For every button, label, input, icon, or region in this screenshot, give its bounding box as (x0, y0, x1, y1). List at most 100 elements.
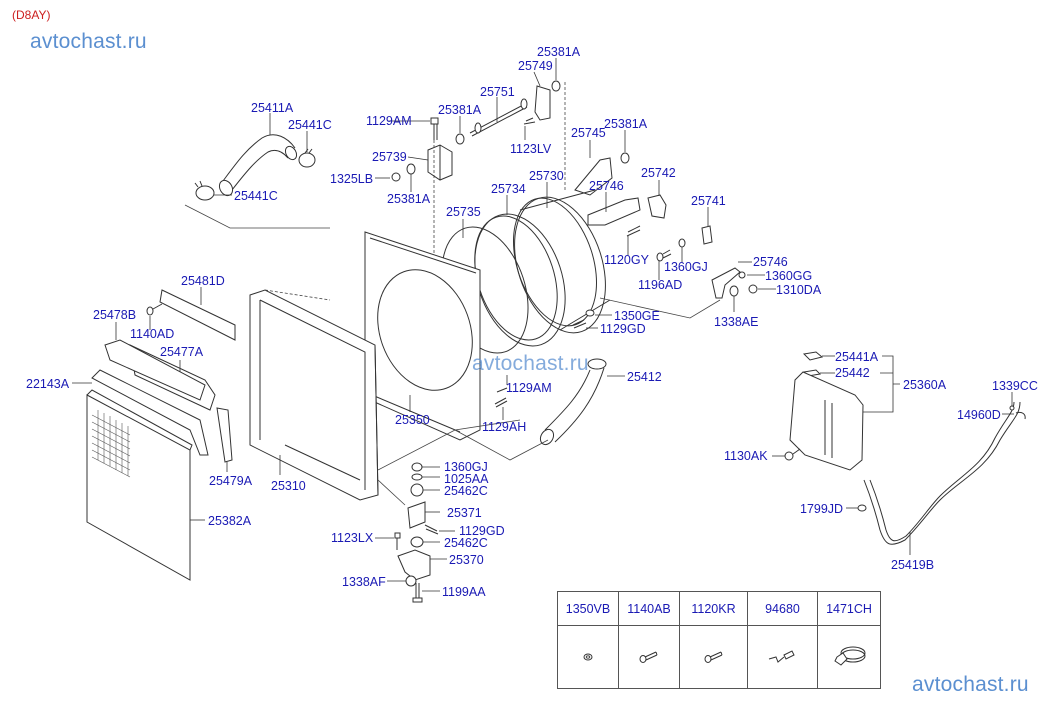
label-1360GJ-a: 1360GJ (664, 260, 708, 274)
bolt-1123LV[interactable] (523, 117, 536, 125)
label-25734: 25734 (491, 182, 526, 196)
washer-1360GJ[interactable] (678, 238, 686, 248)
nut-1360GJ[interactable] (411, 462, 423, 472)
rod-25751[interactable] (469, 98, 528, 137)
washer-25381A-right[interactable] (551, 80, 561, 92)
label-25382A: 25382A (208, 514, 252, 528)
clip-14960D[interactable] (1015, 411, 1026, 420)
clip-1339CC[interactable] (1009, 405, 1015, 411)
label-25441C-bottom: 25441C (234, 189, 278, 203)
nut-1325LB[interactable] (391, 172, 401, 182)
bracket-25749[interactable] (534, 85, 551, 121)
bolt-1199AA[interactable] (412, 583, 423, 603)
label-1338AF: 1338AF (342, 575, 386, 589)
legend-cell-1140AB[interactable] (618, 625, 680, 689)
label-22143A: 22143A (26, 377, 70, 391)
bracket-25745[interactable] (574, 157, 613, 196)
fan-shroud-25350[interactable] (362, 231, 489, 441)
reservoir-tank-25360A[interactable] (789, 371, 864, 471)
label-1199AA: 1199AA (442, 585, 486, 599)
hose-clamp-bottom[interactable] (194, 180, 215, 201)
label-1360GJ-b: 1360GJ (444, 460, 488, 474)
radiator-25310[interactable] (249, 289, 379, 501)
label-1360GG: 1360GG (765, 269, 812, 283)
nut-1338AE[interactable] (729, 285, 739, 297)
label-25381A-c: 25381A (387, 192, 431, 206)
washer-1360GG[interactable] (738, 271, 746, 279)
legend-header-1120KR: 1120KR (679, 591, 748, 626)
nut-1310DA[interactable] (748, 284, 758, 294)
washer-25381A-left[interactable] (406, 163, 416, 175)
washer-25381A-far[interactable] (620, 152, 630, 164)
bracket-25370[interactable] (397, 549, 431, 581)
label-1129AM-mid: 1129AM (506, 381, 552, 395)
bolt-1129AM-top[interactable] (430, 117, 439, 140)
label-25462C-a: 25462C (444, 484, 488, 498)
label-1129AH: 1129AH (482, 420, 526, 434)
bracket-25741[interactable] (701, 225, 713, 245)
fastener-legend-table: 1350VB 1140AB 1120KR 94680 1471CH (557, 591, 881, 689)
bracket-25371[interactable] (407, 501, 426, 529)
bolt-icon (704, 651, 722, 663)
label-1799JD: 1799JD (800, 502, 843, 516)
label-25370: 25370 (449, 553, 484, 567)
sensor-icon (768, 649, 795, 663)
bolt-icon (639, 651, 658, 663)
bolt-1129AM-mid[interactable] (496, 387, 508, 393)
clip-1799JD[interactable] (857, 504, 867, 512)
bolt-1120GY[interactable] (626, 225, 641, 237)
bolt-1129AH[interactable] (494, 397, 508, 408)
label-1310DA: 1310DA (776, 283, 822, 297)
washer-25381A-mid[interactable] (455, 133, 465, 145)
seal-25479A[interactable] (216, 407, 233, 463)
label-25478B: 25478B (93, 308, 136, 322)
legend-cell-1120KR[interactable] (679, 625, 748, 689)
label-1130AK: 1130AK (724, 449, 768, 463)
bracket-25742[interactable] (647, 194, 667, 219)
legend-cell-94680[interactable] (747, 625, 818, 689)
bolt-1129GD-top[interactable] (572, 319, 587, 329)
label-25419B: 25419B (891, 558, 934, 572)
screen-25382A[interactable] (86, 389, 193, 581)
washer-1025AA[interactable] (411, 473, 423, 481)
bolt-1140AD[interactable] (146, 303, 163, 316)
label-1129GD-a: 1129GD (600, 322, 646, 336)
bolt-1130AK[interactable] (784, 448, 801, 461)
label-25442: 25442 (835, 366, 870, 380)
label-25481D: 25481D (181, 274, 225, 288)
bushing-25462C-top[interactable] (410, 483, 424, 497)
cap-25441A[interactable] (802, 351, 824, 361)
label-25381A-d: 25381A (604, 117, 648, 131)
washer-1350GE[interactable] (585, 309, 595, 317)
legend-header-1471CH: 1471CH (817, 591, 881, 626)
watermark-top: avtochast.ru (30, 30, 147, 53)
label-25751: 25751 (480, 85, 515, 99)
seal-25478B[interactable] (104, 339, 206, 401)
label-1129GD-b: 1129GD (459, 524, 505, 538)
label-1350GE: 1350GE (614, 309, 660, 323)
bracket-25481D[interactable] (159, 289, 236, 341)
bolt-1129GD-bottom[interactable] (424, 524, 439, 535)
nut-icon (583, 653, 593, 660)
arm-25746-right[interactable] (711, 267, 741, 299)
arm-25746[interactable] (587, 197, 641, 226)
label-25350: 25350 (395, 413, 430, 427)
hose-clamp-top[interactable] (298, 148, 316, 168)
label-25749: 25749 (518, 59, 553, 73)
lower-hose-25412[interactable] (538, 358, 607, 447)
nut-1338AF[interactable] (405, 575, 417, 587)
fan-shroud-ring-25730[interactable] (498, 185, 621, 344)
bracket-25739[interactable] (427, 144, 453, 181)
bolt-1196AD[interactable] (656, 249, 672, 262)
bolt-1123LX[interactable] (394, 532, 401, 550)
label-25739: 25739 (372, 150, 407, 164)
upper-hose-25411A[interactable] (217, 134, 299, 198)
bushing-25462C-bottom[interactable] (410, 536, 424, 548)
legend-cell-1350VB[interactable] (557, 625, 619, 689)
diagram-code: (D8AY) (12, 8, 51, 22)
seal-22143A[interactable] (91, 369, 209, 456)
label-1123LV: 1123LV (510, 142, 552, 156)
overflow-hose-25419B[interactable] (863, 401, 1021, 545)
label-1196AD: 1196AD (638, 278, 682, 292)
legend-cell-1471CH[interactable] (817, 625, 881, 689)
